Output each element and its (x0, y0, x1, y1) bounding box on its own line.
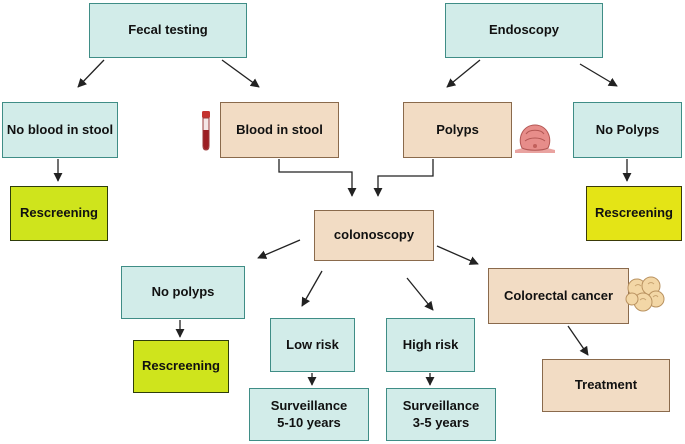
arrow-fecal-to-blood (221, 59, 260, 88)
arrow-colonoscopy-to-no-polyps (257, 239, 301, 259)
node-no-polyps-top: No Polyps (573, 102, 682, 158)
node-label: No polyps (151, 284, 215, 300)
connector-blood-to-colonoscopy (278, 159, 357, 197)
node-label: colonoscopy (333, 227, 415, 243)
node-label: Endoscopy (488, 22, 560, 38)
node-high-risk: High risk (386, 318, 475, 372)
node-treatment: Treatment (542, 359, 670, 412)
arrow-endoscopy-to-no-polyps (579, 63, 618, 87)
node-label: Low risk (286, 336, 339, 352)
tumor-icon (625, 276, 665, 312)
node-label: Polyps (436, 121, 479, 137)
node-no-polyps: No polyps (121, 266, 245, 319)
node-label: Surveillance 3-5 years (402, 398, 480, 430)
node-label: Rescreening (594, 205, 674, 221)
node-label: No Polyps (595, 121, 660, 137)
node-blood-in-stool: Blood in stool (220, 102, 339, 158)
node-label: No blood in stool (6, 121, 114, 137)
node-label: Surveillance 5-10 years (270, 398, 348, 430)
node-rescreening-left: Rescreening (10, 186, 108, 241)
arrow-colonoscopy-to-low-risk (301, 270, 323, 307)
node-label: High risk (402, 336, 459, 352)
connector-polyps-to-colonoscopy (373, 159, 434, 197)
node-label: Blood in stool (236, 121, 323, 137)
node-surveillance-5-10: Surveillance 5-10 years (249, 388, 369, 441)
arrow-colonoscopy-to-high-risk (406, 277, 434, 311)
arrow-cancer-to-treatment (567, 325, 589, 356)
node-label: Fecal testing (128, 22, 208, 38)
node-fecal-testing: Fecal testing (89, 3, 247, 58)
node-rescreening-right: Rescreening (586, 186, 682, 241)
arrow-endoscopy-to-polyps (446, 59, 481, 88)
node-colorectal-cancer: Colorectal cancer (488, 268, 629, 324)
blood-tube-icon (202, 111, 210, 151)
node-label: Rescreening (19, 205, 99, 221)
node-rescreening-bottom: Rescreening (133, 340, 229, 393)
node-low-risk: Low risk (270, 318, 355, 372)
node-label: Treatment (574, 377, 638, 393)
arrow-colonoscopy-to-cancer (436, 245, 479, 265)
node-label: Rescreening (141, 358, 221, 374)
polyp-icon (515, 124, 555, 153)
node-endoscopy: Endoscopy (445, 3, 603, 58)
node-surveillance-3-5: Surveillance 3-5 years (386, 388, 496, 441)
node-no-blood-in-stool: No blood in stool (2, 102, 118, 158)
node-colonoscopy: colonoscopy (314, 210, 434, 261)
arrow-fecal-to-no-blood (77, 59, 105, 88)
node-polyps: Polyps (403, 102, 512, 158)
node-label: Colorectal cancer (503, 287, 614, 303)
